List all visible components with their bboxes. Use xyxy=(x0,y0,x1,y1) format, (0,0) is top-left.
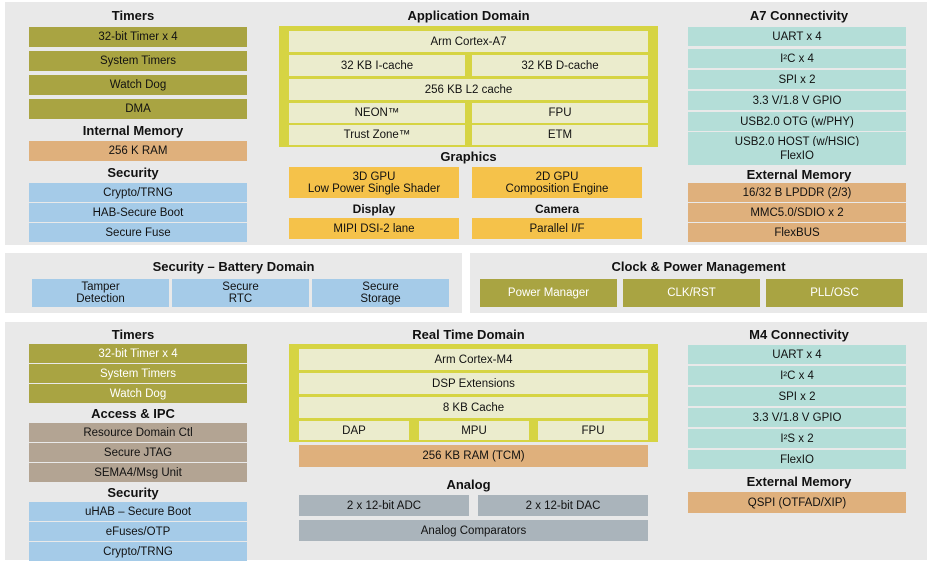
block-dma-a7[interactable]: DMA xyxy=(29,99,247,119)
real-time-domain-column: Real Time Domain Arm Cortex-M4 DSP Exten… xyxy=(271,322,666,560)
section-heading-internal-memory: Internal Memory xyxy=(82,123,184,138)
block-hab-secure-boot[interactable]: HAB-Secure Boot xyxy=(29,203,247,222)
block-secure-jtag[interactable]: Secure JTAG xyxy=(29,443,247,462)
block-neon[interactable]: NEON™ xyxy=(289,103,465,123)
block-qspi[interactable]: QSPI (OTFAD/XIP) xyxy=(688,492,906,513)
block-fpu-m4[interactable]: FPU xyxy=(538,421,648,440)
block-system-timers-m4[interactable]: System Timers xyxy=(29,364,247,383)
real-time-domain-core-box: Arm Cortex-M4 DSP Extensions 8 KB Cache … xyxy=(289,344,658,442)
section-heading-clock-power-management: Clock & Power Management xyxy=(611,259,786,274)
block-analog-comparators[interactable]: Analog Comparators xyxy=(299,520,648,541)
block-secure-storage[interactable]: Secure Storage xyxy=(312,279,449,307)
application-domain-column: Application Domain Arm Cortex-A7 32 KB I… xyxy=(271,2,666,245)
block-gpio-a7[interactable]: 3.3 V/1.8 V GPIO xyxy=(688,91,906,110)
block-sema4-msg-unit[interactable]: SEMA4/Msg Unit xyxy=(29,463,247,482)
block-secure-fuse[interactable]: Secure Fuse xyxy=(29,223,247,242)
section-heading-timers-m4: Timers xyxy=(111,327,155,342)
block-efuses-otp[interactable]: eFuses/OTP xyxy=(29,522,247,541)
block-resource-domain-ctl[interactable]: Resource Domain Ctl xyxy=(29,423,247,442)
block-dac[interactable]: 2 x 12-bit DAC xyxy=(478,495,648,516)
middle-panel-security-battery: Security – Battery Domain Tamper Detecti… xyxy=(5,253,462,313)
block-pll-osc[interactable]: PLL/OSC xyxy=(766,279,903,307)
block-clk-rst[interactable]: CLK/RST xyxy=(623,279,760,307)
block-32bit-timer-m4[interactable]: 32-bit Timer x 4 xyxy=(29,344,247,363)
section-heading-graphics: Graphics xyxy=(440,149,497,164)
block-flexio-a7[interactable]: FlexIO xyxy=(688,146,906,165)
block-uart-m4[interactable]: UART x 4 xyxy=(688,345,906,364)
block-mipi-dsi[interactable]: MIPI DSI-2 lane xyxy=(289,218,459,239)
block-flexbus[interactable]: FlexBUS xyxy=(688,223,906,242)
bottom-left-column: Timers 32-bit Timer x 4 System Timers Wa… xyxy=(5,322,261,561)
section-heading-timers-a7: Timers xyxy=(111,8,155,23)
block-crypto-trng-a7[interactable]: Crypto/TRNG xyxy=(29,183,247,202)
block-parallel-if[interactable]: Parallel I/F xyxy=(472,218,642,239)
block-arm-cortex-m4[interactable]: Arm Cortex-M4 xyxy=(299,349,648,370)
section-heading-security-a7: Security xyxy=(107,165,159,180)
block-watch-dog-a7[interactable]: Watch Dog xyxy=(29,75,247,95)
section-heading-security-battery-domain: Security – Battery Domain xyxy=(152,259,315,274)
block-crypto-trng-m4[interactable]: Crypto/TRNG xyxy=(29,542,247,561)
section-heading-access-ipc: Access & IPC xyxy=(91,406,175,421)
block-gpio-m4[interactable]: 3.3 V/1.8 V GPIO xyxy=(688,408,906,427)
application-domain-core-box: Arm Cortex-A7 32 KB I-cache 32 KB D-cach… xyxy=(279,26,658,147)
block-tamper-detection[interactable]: Tamper Detection xyxy=(32,279,169,307)
block-256k-ram[interactable]: 256 K RAM xyxy=(29,141,247,161)
a7-connectivity-column: A7 Connectivity UART x 4 I²C x 4 SPI x 2… xyxy=(676,2,922,245)
block-uart-a7[interactable]: UART x 4 xyxy=(688,27,906,46)
block-32kb-icache[interactable]: 32 KB I-cache xyxy=(289,55,465,76)
block-2d-gpu[interactable]: 2D GPU Composition Engine xyxy=(472,167,642,198)
block-i2c-m4[interactable]: I²C x 4 xyxy=(688,366,906,385)
block-fpu-a7[interactable]: FPU xyxy=(472,103,648,123)
bottom-panel: Timers 32-bit Timer x 4 System Timers Wa… xyxy=(5,322,927,561)
block-usb-otg[interactable]: USB2.0 OTG (w/PHY) xyxy=(688,112,906,131)
block-uhab-secure-boot[interactable]: uHAB – Secure Boot xyxy=(29,502,247,521)
block-mmc-sdio[interactable]: MMC5.0/SDIO x 2 xyxy=(688,203,906,222)
section-heading-application-domain: Application Domain xyxy=(407,8,530,23)
section-heading-a7-connectivity: A7 Connectivity xyxy=(749,8,849,23)
section-heading-security-m4: Security xyxy=(107,485,159,500)
block-dap[interactable]: DAP xyxy=(299,421,409,440)
block-secure-rtc[interactable]: Secure RTC xyxy=(172,279,309,307)
section-heading-display: Display xyxy=(352,202,396,216)
block-flexio-m4[interactable]: FlexIO xyxy=(688,450,906,469)
block-adc[interactable]: 2 x 12-bit ADC xyxy=(299,495,469,516)
block-3d-gpu[interactable]: 3D GPU Low Power Single Shader xyxy=(289,167,459,198)
block-trust-zone[interactable]: Trust Zone™ xyxy=(289,125,465,145)
block-i2c-a7[interactable]: I²C x 4 xyxy=(688,49,906,68)
block-spi-a7[interactable]: SPI x 2 xyxy=(688,70,906,89)
block-system-timers-a7[interactable]: System Timers xyxy=(29,51,247,71)
section-heading-real-time-domain: Real Time Domain xyxy=(412,327,525,342)
section-heading-analog: Analog xyxy=(446,477,491,492)
top-panel: Timers 32-bit Timer x 4 System Timers Wa… xyxy=(5,2,927,245)
block-lpddr[interactable]: 16/32 B LPDDR (2/3) xyxy=(688,183,906,202)
block-256kb-l2-cache[interactable]: 256 KB L2 cache xyxy=(289,79,648,100)
section-heading-external-memory-a7: External Memory xyxy=(746,167,852,182)
block-8kb-cache[interactable]: 8 KB Cache xyxy=(299,397,648,418)
block-arm-cortex-a7[interactable]: Arm Cortex-A7 xyxy=(289,31,648,52)
block-i2s-m4[interactable]: I²S x 2 xyxy=(688,429,906,448)
middle-panel-clock-power: Clock & Power Management Power Manager C… xyxy=(470,253,927,313)
block-mpu[interactable]: MPU xyxy=(419,421,529,440)
block-etm[interactable]: ETM xyxy=(472,125,648,145)
m4-connectivity-column: M4 Connectivity UART x 4 I²C x 4 SPI x 2… xyxy=(676,322,922,560)
block-spi-m4[interactable]: SPI x 2 xyxy=(688,387,906,406)
block-watch-dog-m4[interactable]: Watch Dog xyxy=(29,384,247,403)
top-left-column: Timers 32-bit Timer x 4 System Timers Wa… xyxy=(5,2,261,245)
section-heading-camera: Camera xyxy=(534,202,580,216)
block-power-manager[interactable]: Power Manager xyxy=(480,279,617,307)
block-dsp-extensions[interactable]: DSP Extensions xyxy=(299,373,648,394)
section-heading-external-memory-m4: External Memory xyxy=(746,474,852,489)
block-32bit-timer-a7[interactable]: 32-bit Timer x 4 xyxy=(29,27,247,47)
section-heading-m4-connectivity: M4 Connectivity xyxy=(749,327,849,342)
block-256kb-ram-tcm[interactable]: 256 KB RAM (TCM) xyxy=(299,445,648,467)
block-32kb-dcache[interactable]: 32 KB D-cache xyxy=(472,55,648,76)
